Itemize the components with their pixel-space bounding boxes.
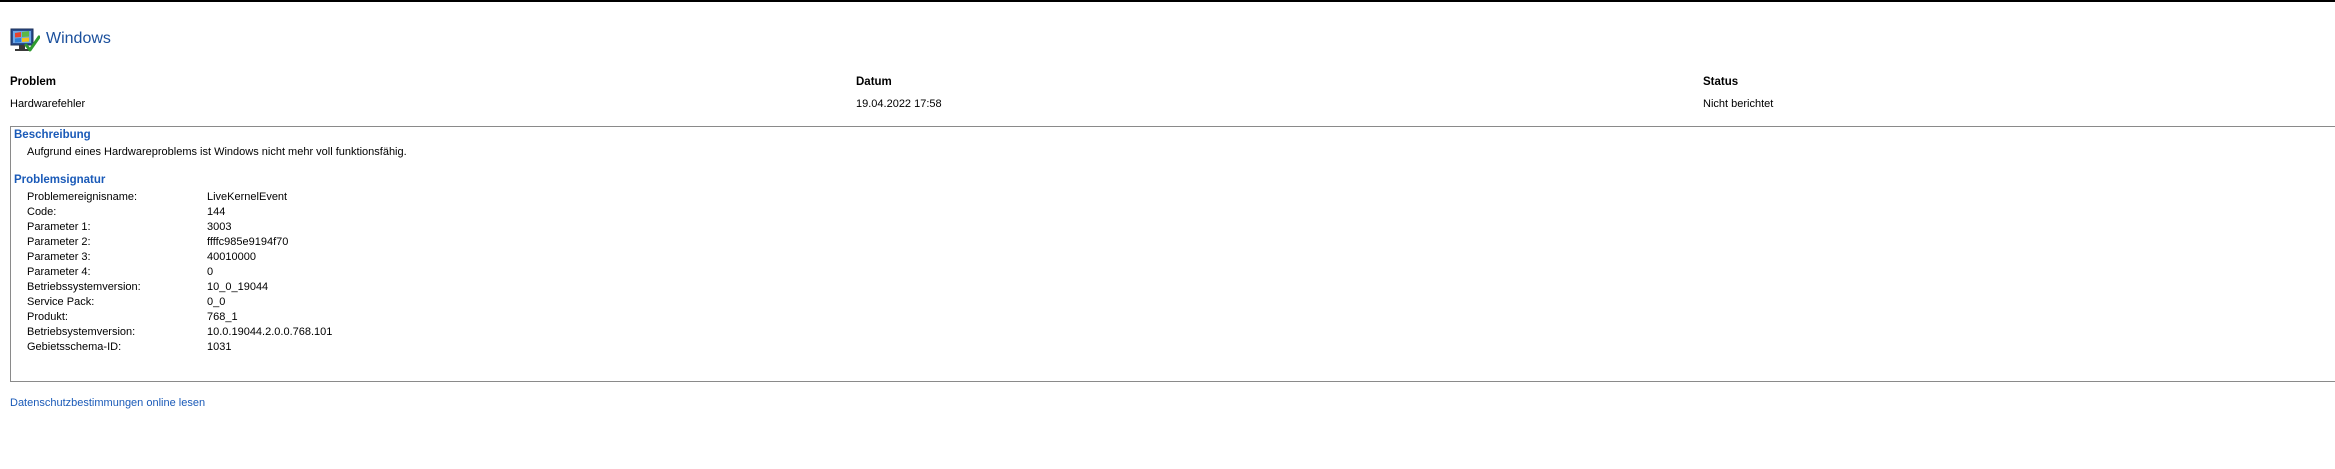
signature-value: 144 [207,206,226,218]
signature-value: 0_0 [207,296,226,308]
problem-summary: Problem Datum Status Hardwarefehler 19.0… [0,76,2335,120]
signature-value: ffffc985e9194f70 [207,236,289,248]
signature-row: Parameter 3: 40010000 [27,250,332,265]
signature-label: Parameter 1: [27,221,91,233]
signature-label: Gebietsschema-ID: [27,341,122,353]
signature-row: Gebietsschema-ID: 1031 [27,340,332,355]
signature-label: Betriebsystemversion: [27,326,136,338]
privacy-link[interactable]: Datenschutzbestimmungen online lesen [10,397,206,409]
windows-flag-icon [10,23,41,55]
signature-row: Code: 144 [27,205,332,220]
column-header-date: Datum [856,76,892,88]
signature-row: Produkt: 768_1 [27,310,332,325]
details-panel: Beschreibung Aufgrund eines Hardwareprob… [10,126,2335,382]
signature-value: 10.0.19044.2.0.0.768.101 [207,326,333,338]
signature-label: Problemereignisname: [27,191,138,203]
signature-row: Parameter 4: 0 [27,265,332,280]
signature-label: Code: [27,206,57,218]
signature-value: 40010000 [207,251,256,263]
signature-value: 1031 [207,341,232,353]
signature-value: 3003 [207,221,232,233]
app-header: Windows [10,22,111,56]
signature-row: Parameter 1: 3003 [27,220,332,235]
signature-value: 0 [207,266,214,278]
signature-row: Parameter 2: ffffc985e9194f70 [27,235,332,250]
signature-label: Service Pack: [27,296,95,308]
signature-value: LiveKernelEvent [207,191,288,203]
description-title: Beschreibung [14,129,91,141]
summary-header-row: Problem Datum Status [0,76,2335,98]
status-value: Nicht berichtet [1703,98,1774,110]
signature-row: Betriebssystemversion: 10_0_19044 [27,280,332,295]
column-header-problem: Problem [10,76,57,88]
signature-label: Parameter 3: [27,251,91,263]
column-header-status: Status [1703,76,1739,88]
date-value: 19.04.2022 17:58 [856,98,942,110]
summary-data-row: Hardwarefehler 19.04.2022 17:58 Nicht be… [0,98,2335,120]
signature-value: 10_0_19044 [207,281,269,293]
signature-row: Service Pack: 0_0 [27,295,332,310]
signature-label: Parameter 4: [27,266,91,278]
signature-row: Problemereignisname: LiveKernelEvent [27,190,332,205]
signature-value: 768_1 [207,311,238,323]
signature-row: Betriebsystemversion: 10.0.19044.2.0.0.76… [27,325,332,340]
problem-value: Hardwarefehler [10,98,86,110]
signature-label: Produkt: [27,311,68,323]
signature-label: Betriebssystemversion: [27,281,141,293]
signature-title: Problemsignatur [14,174,106,186]
signature-label: Parameter 2: [27,236,91,248]
description-text: Aufgrund eines Hardwareproblems ist Wind… [27,146,407,158]
app-title: Windows [46,30,111,47]
